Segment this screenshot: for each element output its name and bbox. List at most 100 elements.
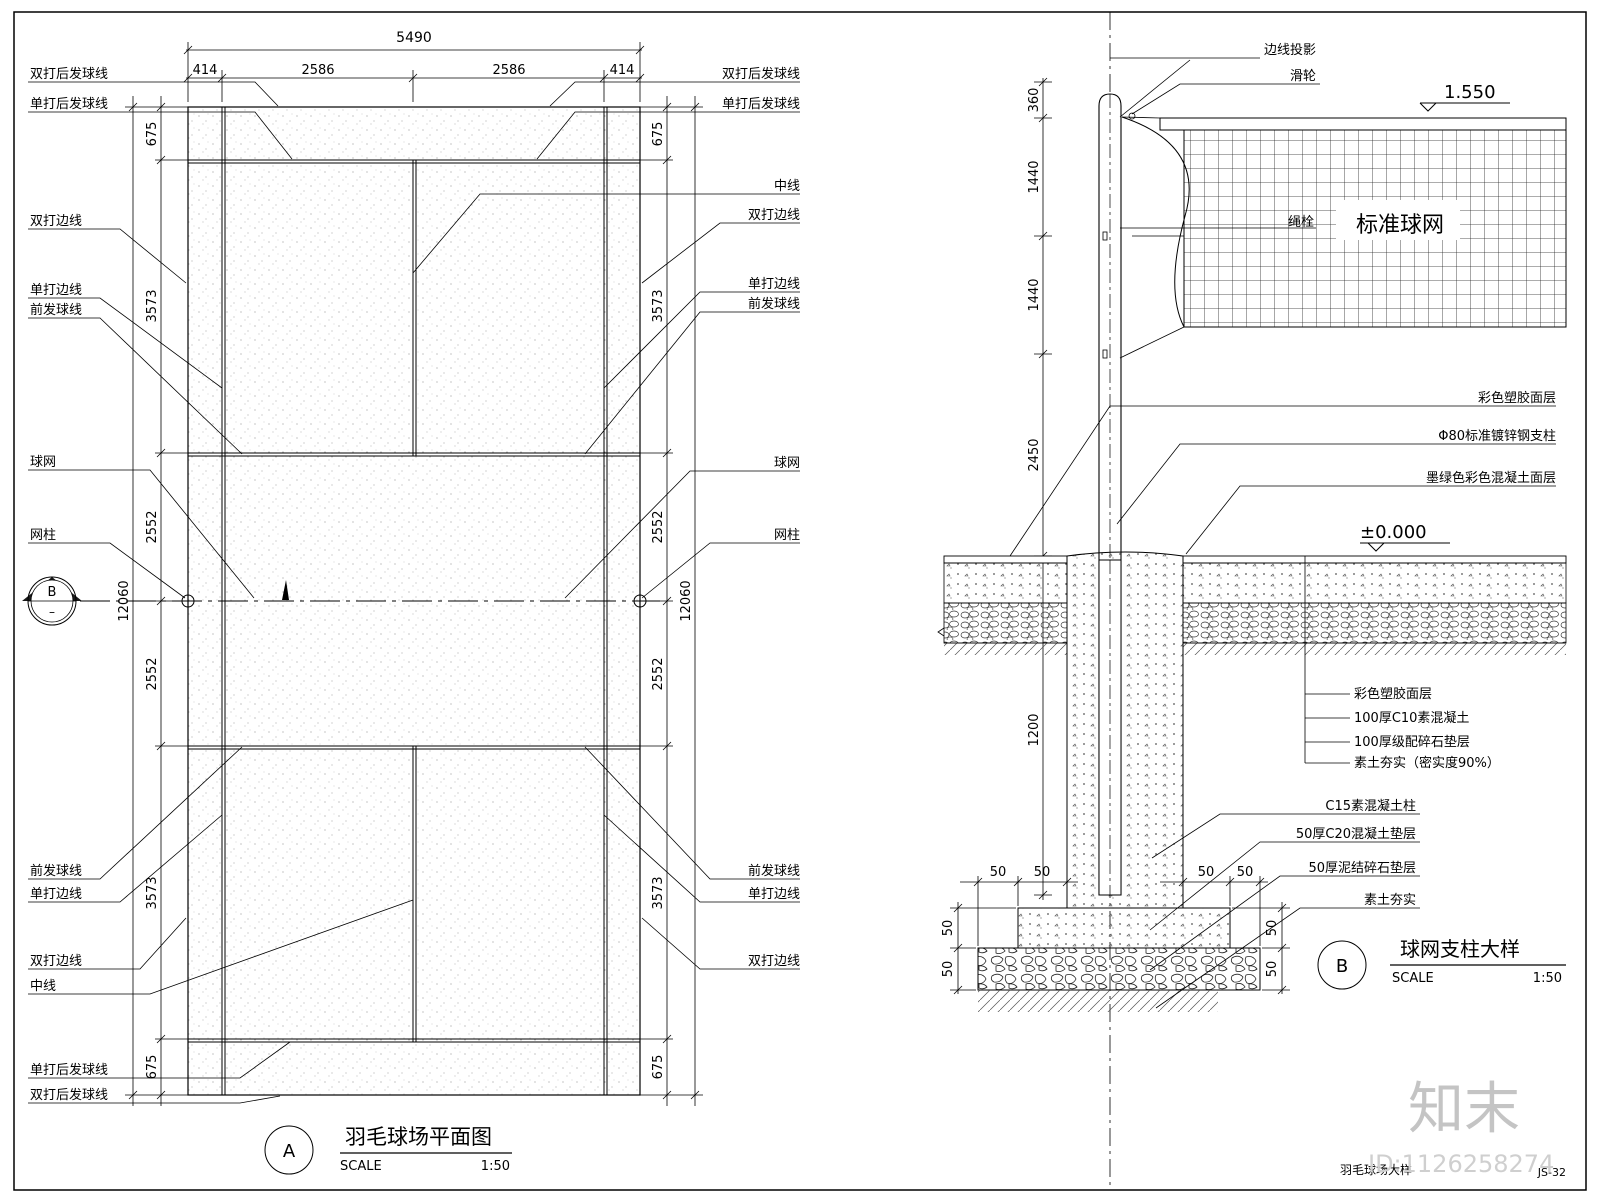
plan-title-circle: A (283, 1141, 296, 1162)
net-post-left (181, 594, 195, 608)
label-gravel-pad: 50厚泥结碎石垫层 (1308, 860, 1416, 876)
concrete-layer-right (1182, 562, 1567, 604)
dim-half-left: 2586 (301, 63, 334, 78)
plan-label-right-6: 前发球线 (748, 296, 800, 312)
detail-title-circle: B (1336, 956, 1348, 977)
dim-right-3573-bottom: 3573 (651, 876, 666, 909)
sheet-number: JS-32 (1537, 1166, 1566, 1179)
dim-left-675-bottom: 675 (145, 1055, 160, 1080)
detail-title: 球网支柱大样 (1400, 937, 1520, 961)
plan-label-left-8: 前发球线 (30, 863, 82, 879)
dim-left-3573-bottom: 3573 (145, 876, 160, 909)
plan-label-left-11: 中线 (30, 979, 56, 994)
hdim-50-4: 50 (1237, 865, 1254, 880)
hdim-50-3: 50 (1198, 865, 1215, 880)
detail-title-block: B 球网支柱大样 SCALE 1:50 (1317, 937, 1566, 990)
plan-label-right-1: 双打后发球线 (722, 66, 800, 82)
plan-label-left-1: 双打后发球线 (30, 66, 108, 82)
layer-4: 素土夯实（密实度90%） (1354, 755, 1500, 771)
plan-label-left-9: 单打边线 (30, 887, 82, 902)
plan-label-left-13: 双打后发球线 (30, 1087, 108, 1103)
label-steel-post: Φ80标准镀锌钢支柱 (1438, 428, 1556, 444)
vdim-2450: 2450 (1027, 438, 1042, 471)
label-compacted-soil: 素土夯实 (1364, 893, 1416, 908)
footing-c20 (1017, 907, 1231, 949)
dim-left-2552-top: 2552 (145, 510, 160, 543)
elevation-top: 1.550 (1444, 82, 1496, 103)
vdim-360: 360 (1027, 88, 1042, 113)
net-title: 标准球网 (1356, 213, 1444, 238)
plan-label-left-5: 前发球线 (30, 302, 82, 318)
sheet-title: 羽毛球场大样 (1340, 1162, 1412, 1177)
vdim-50-r2: 50 (1265, 961, 1280, 978)
dim-total: 5490 (396, 30, 432, 46)
svg-text:B: B (48, 585, 57, 600)
vdim-1440-b: 1440 (1027, 278, 1042, 311)
label-rope-bolt: 绳栓 (1288, 215, 1314, 230)
hdim-50-2: 50 (1034, 865, 1051, 880)
dim-right-2552-bottom: 2552 (651, 657, 666, 690)
label-c20-pad: 50厚C20混凝土垫层 (1296, 826, 1416, 842)
plan-label-left-4: 单打边线 (30, 283, 82, 298)
detail-scale-word: SCALE (1392, 971, 1434, 986)
brand-watermark: 知末 (1408, 1077, 1520, 1142)
plan-label-right-9: 前发球线 (748, 863, 800, 879)
label-pulley: 滑轮 (1290, 69, 1316, 84)
layer-3: 100厚级配碎石垫层 (1354, 734, 1470, 750)
dim-left-3573-top: 3573 (145, 289, 160, 322)
plan-label-left-3: 双打边线 (30, 214, 82, 229)
sheet-footer: 羽毛球场大样 JS-32 知末 ID:1126258274 (1340, 1077, 1566, 1179)
vdim-50-l1: 50 (941, 920, 956, 937)
dim-right-3573-top: 3573 (651, 289, 666, 322)
section-mark-b: B – (22, 576, 82, 626)
label-green-concrete: 墨绿色彩色混凝土面层 (1426, 470, 1556, 486)
dim-right-2552-top: 2552 (651, 510, 666, 543)
gravel-layer-left (943, 602, 1068, 644)
vdim-1200: 1200 (1027, 713, 1042, 746)
dim-half-right: 2586 (492, 63, 525, 78)
plan-title-block: A 羽毛球场平面图 SCALE 1:50 (264, 1125, 512, 1175)
dim-right-675-top: 675 (651, 122, 666, 147)
plan-label-left-2: 单打后发球线 (30, 96, 108, 112)
plan-scale-word: SCALE (340, 1159, 382, 1174)
dim-left-overall: 12060 (117, 580, 132, 621)
vdim-50-r1: 50 (1265, 920, 1280, 937)
layer-1: 彩色塑胶面层 (1354, 686, 1432, 702)
dim-side-right: 414 (610, 63, 635, 78)
dim-side-left: 414 (193, 63, 218, 78)
dim-left-2552-bottom: 2552 (145, 657, 160, 690)
plan-label-right-3: 中线 (774, 179, 800, 194)
vdim-50-l2: 50 (941, 961, 956, 978)
detail-scale: 1:50 (1533, 971, 1562, 986)
concrete-column (1066, 551, 1184, 909)
label-plastic-surface: 彩色塑胶面层 (1478, 390, 1556, 406)
plan-label-left-7: 网柱 (30, 528, 56, 543)
vdim-1440-a: 1440 (1027, 160, 1042, 193)
svg-text:–: – (49, 605, 55, 619)
plan-label-right-10: 单打边线 (748, 887, 800, 902)
plan-label-left-6: 球网 (30, 455, 56, 470)
sheet-border (13, 11, 1587, 1191)
gravel-layer-right (1182, 602, 1567, 644)
elevation-zero: ±0.000 (1360, 522, 1427, 543)
plan-label-left-10: 双打边线 (30, 954, 82, 969)
dim-right-overall: 12060 (679, 580, 694, 621)
plan-scale: 1:50 (481, 1159, 510, 1174)
hdim-50-1: 50 (990, 865, 1007, 880)
concrete-layer-left (943, 562, 1068, 604)
net-post-detail: 360 1440 1440 2450 1200 标准球网 绳栓 边线投影 滑轮 (937, 42, 1567, 1012)
dim-right-675-bottom: 675 (651, 1055, 666, 1080)
plan-title: 羽毛球场平面图 (345, 1125, 492, 1149)
footing-gravel (977, 947, 1261, 991)
label-c15-column: C15素混凝土柱 (1325, 798, 1416, 814)
plan-label-right-7: 球网 (774, 456, 800, 471)
dim-left-675-top: 675 (145, 122, 160, 147)
plan-label-right-11: 双打边线 (748, 954, 800, 969)
plan-label-right-4: 双打边线 (748, 208, 800, 223)
court-plan: 5490 414 2586 2586 414 675 3573 (22, 30, 800, 1175)
surface-layer-right (1182, 555, 1567, 564)
plan-label-right-2: 单打后发球线 (722, 96, 800, 112)
image-id: ID:1126258274 (1368, 1150, 1554, 1178)
surface-layer-left (943, 555, 1068, 564)
